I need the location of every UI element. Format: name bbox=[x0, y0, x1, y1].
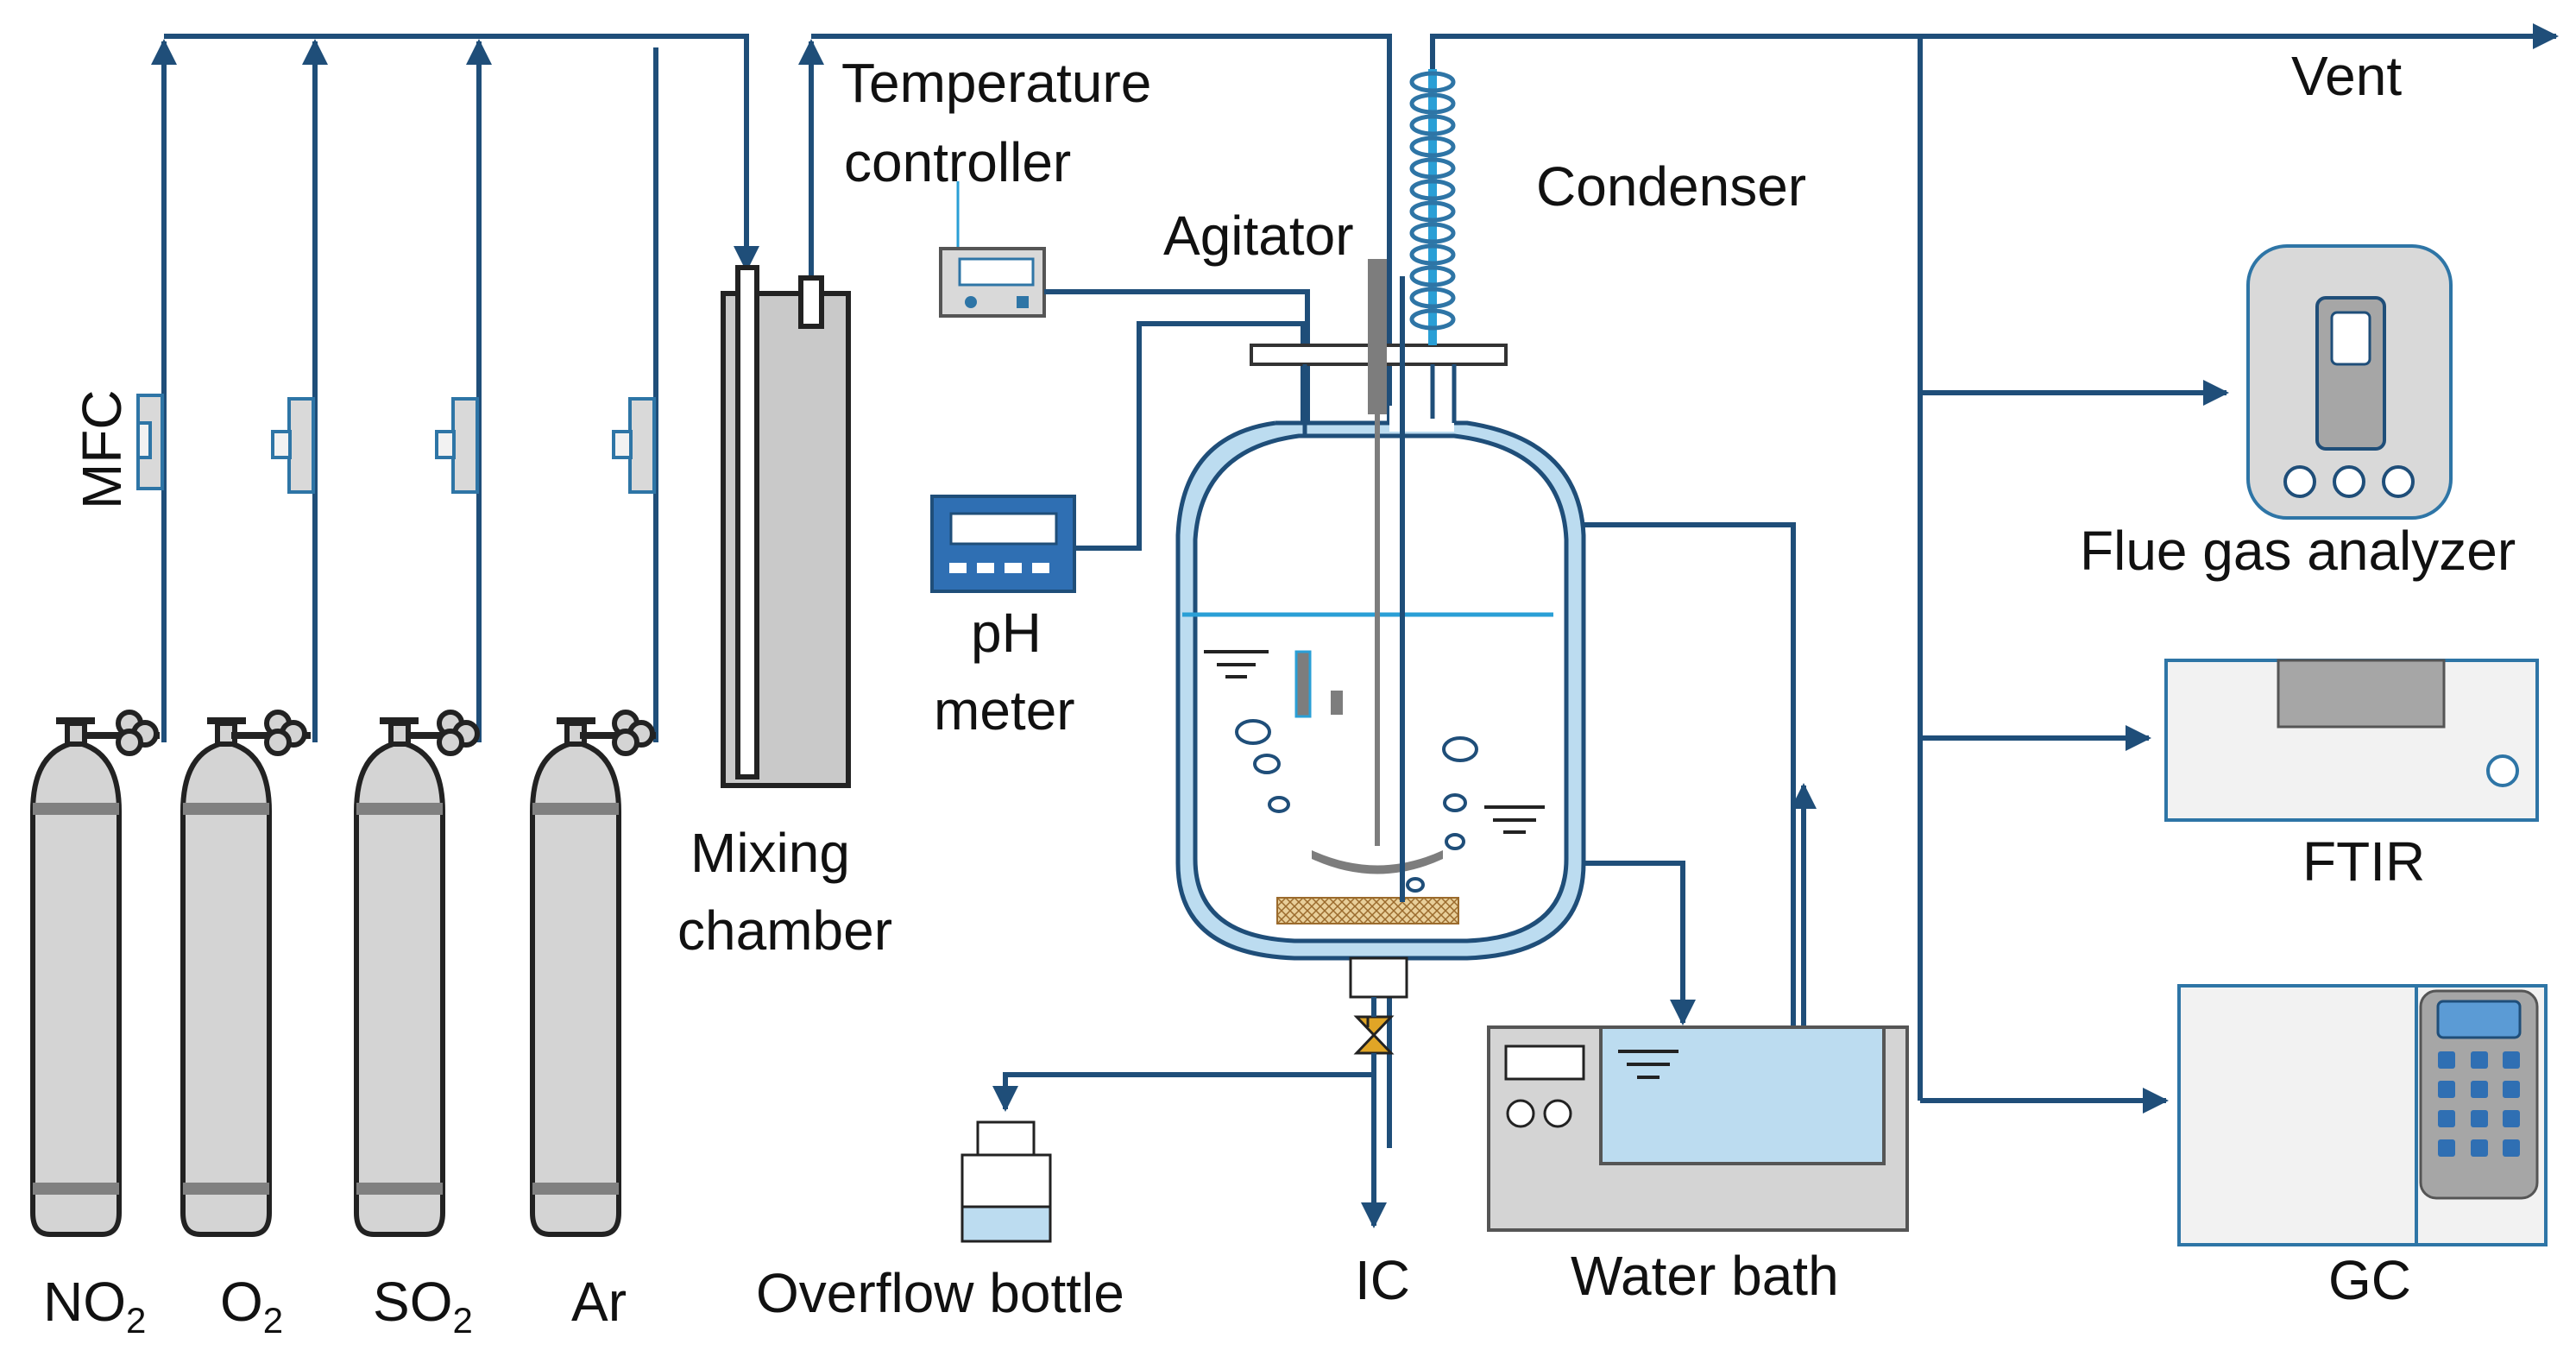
cylinder-ar bbox=[530, 710, 656, 1237]
agitator-motor bbox=[1368, 259, 1387, 414]
flue-gas-analyzer bbox=[2246, 244, 2453, 520]
drain-valve bbox=[1353, 1015, 1395, 1055]
water-bath-loop bbox=[1584, 522, 1817, 1027]
ph-meter bbox=[930, 495, 1076, 593]
mixing-chamber-label-2: chamber bbox=[677, 899, 892, 962]
gc bbox=[2177, 984, 2548, 1246]
water-bath bbox=[1487, 1025, 1909, 1232]
condenser bbox=[1409, 69, 1456, 345]
mixing-chamber bbox=[721, 265, 851, 788]
gas-label-ar: Ar bbox=[571, 1271, 627, 1333]
temperature-probe bbox=[1331, 691, 1343, 715]
drain-lines bbox=[992, 997, 1387, 1228]
gas-label-so2: SO2 bbox=[373, 1271, 473, 1341]
ph-probe bbox=[1294, 650, 1312, 718]
ph-meter-label-1: pH bbox=[971, 602, 1042, 664]
flue-gas-analyzer-label: Flue gas analyzer bbox=[2080, 520, 2516, 582]
condenser-vent-line bbox=[1430, 34, 2554, 69]
ftir bbox=[2164, 659, 2539, 822]
cylinder-so2 bbox=[354, 710, 480, 1237]
gas-line-arrows bbox=[151, 23, 2559, 1114]
vent-label: Vent bbox=[2291, 45, 2402, 107]
overflow-bottle-label: Overflow bottle bbox=[756, 1262, 1124, 1324]
condenser-label: Condenser bbox=[1536, 155, 1806, 218]
mfc-label: MFC bbox=[71, 389, 133, 509]
ph-meter-label-2: meter bbox=[934, 679, 1075, 741]
mixing-chamber-label-1: Mixing bbox=[690, 822, 850, 884]
water-bath-label: Water bath bbox=[1571, 1245, 1839, 1307]
temperature-controller-label-1: Temperature bbox=[841, 52, 1151, 114]
cylinder-o2 bbox=[180, 710, 311, 1237]
gas-label-o2: O2 bbox=[220, 1271, 283, 1341]
gas-cylinders bbox=[30, 710, 656, 1237]
overflow-bottle bbox=[960, 1120, 1052, 1243]
reactor-outlet bbox=[1349, 956, 1408, 999]
top-manifold bbox=[164, 34, 749, 268]
cylinder-no2 bbox=[30, 710, 160, 1237]
mfc-ar bbox=[628, 397, 656, 494]
temperature-controller bbox=[939, 247, 1046, 318]
mfc-group bbox=[136, 394, 656, 494]
gas-supply-lines bbox=[161, 34, 2554, 1148]
mfc-o2 bbox=[287, 397, 315, 494]
gas-label-no2: NO2 bbox=[43, 1271, 146, 1341]
agitator-label: Agitator bbox=[1163, 205, 1354, 267]
agitator-blade bbox=[1312, 850, 1443, 874]
mfc-so2 bbox=[451, 397, 479, 494]
ftir-label: FTIR bbox=[2302, 830, 2425, 893]
ic-label: IC bbox=[1355, 1249, 1410, 1311]
reactor bbox=[1175, 259, 1586, 1055]
sparger bbox=[1276, 897, 1459, 924]
gc-label: GC bbox=[2328, 1249, 2411, 1311]
reactor-vessel bbox=[1193, 433, 1569, 943]
